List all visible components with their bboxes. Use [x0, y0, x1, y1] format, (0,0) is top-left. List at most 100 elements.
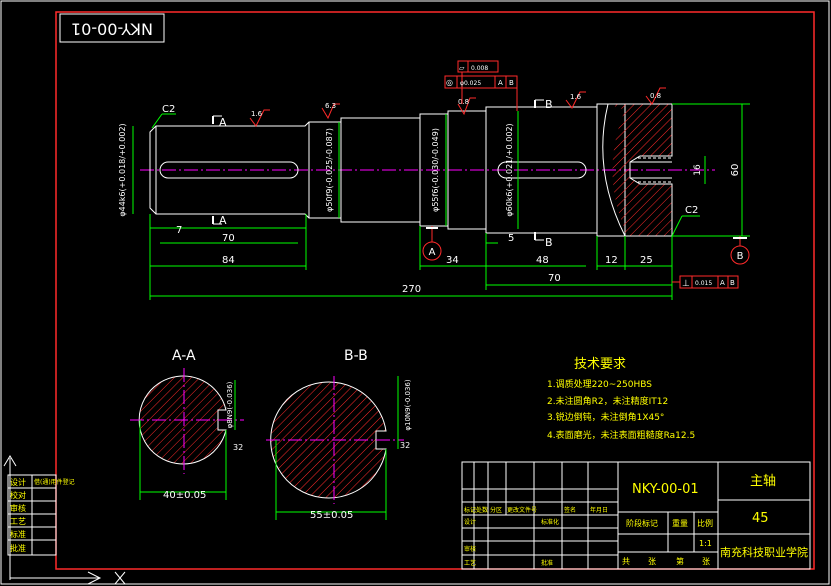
svg-text:标准化: 标准化 — [541, 518, 559, 526]
svg-text:A: A — [219, 116, 227, 129]
svg-text:7: 7 — [176, 225, 182, 236]
fcf-flatness: ⏥ 0.008 — [457, 60, 499, 104]
svg-text:C2: C2 — [162, 104, 175, 115]
svg-text:34: 34 — [446, 255, 459, 266]
roughness-0-8-b: 0.8 — [645, 87, 666, 105]
svg-text:32: 32 — [400, 441, 410, 450]
section-aa-title: A-A — [172, 348, 196, 364]
svg-text:年月日: 年月日 — [590, 506, 608, 514]
svg-text:B: B — [737, 251, 744, 262]
svg-text:标准: 标准 — [10, 529, 26, 539]
svg-text:重量: 重量 — [672, 518, 688, 528]
shaft-main-view — [140, 103, 715, 237]
svg-text:比例: 比例 — [697, 518, 713, 528]
keyway-right — [497, 161, 587, 179]
datum-b: B — [730, 236, 750, 265]
svg-text:12: 12 — [605, 255, 618, 266]
svg-text:审核: 审核 — [464, 545, 476, 553]
svg-text:55±0.05: 55±0.05 — [310, 510, 353, 521]
svg-text:φ0.025: φ0.025 — [460, 80, 481, 87]
svg-text:借(通)用件登记: 借(通)用件登记 — [34, 478, 75, 486]
svg-text:φ10N9(-0.036): φ10N9(-0.036) — [404, 379, 412, 431]
svg-text:◎: ◎ — [446, 78, 453, 87]
school-name: 南充科技职业学院 — [720, 545, 808, 559]
svg-text:0.008: 0.008 — [471, 65, 488, 72]
roughness-0-8-a: 0.8 — [457, 97, 476, 116]
tech-item-3: 3.锐边倒钝，未注倒角1X45° — [547, 411, 664, 423]
svg-text:处数: 处数 — [476, 506, 488, 514]
flange-section-hatch[interactable] — [608, 104, 672, 236]
svg-text:32: 32 — [233, 443, 243, 452]
tech-item-4: 4.表面磨光，未注表面粗糙度Ra12.5 — [547, 429, 695, 441]
svg-text:φ44k6(+0.018/+0.002): φ44k6(+0.018/+0.002) — [118, 123, 127, 216]
section-aa[interactable]: A-A 40±0.05 φ8N9(-0.036) 32 — [130, 348, 244, 501]
roughness-symbols: 1.6 6.3 0.8 1.6 0.8 — [249, 87, 666, 127]
svg-text:0.8: 0.8 — [458, 98, 469, 106]
svg-text:A: A — [720, 279, 725, 287]
svg-text:共: 共 — [622, 557, 630, 566]
svg-text:校对: 校对 — [10, 490, 26, 500]
rotated-code-box: NKY-00-01 — [59, 13, 165, 43]
svg-text:标记: 标记 — [464, 506, 476, 514]
section-bb-title: B-B — [344, 348, 368, 364]
svg-text:16: 16 — [693, 164, 703, 176]
part-name: 主轴 — [750, 474, 776, 489]
svg-text:25: 25 — [640, 255, 653, 266]
tech-item-2: 2.未注圆角R2，未注精度IT12 — [547, 395, 668, 407]
svg-text:A: A — [219, 214, 227, 227]
fcf-coaxiality: ◎ φ0.025 A B — [444, 75, 518, 111]
left-sign-table: 设计 校对 审核 工艺 标准 批准 借(通)用件登记 — [7, 474, 75, 556]
rotated-code-text: NKY-00-01 — [71, 20, 153, 39]
svg-text:设计: 设计 — [10, 477, 26, 487]
svg-text:设计: 设计 — [464, 518, 476, 526]
svg-text:签名: 签名 — [564, 506, 576, 514]
datum-a: A — [422, 226, 442, 261]
svg-text:60: 60 — [730, 164, 741, 177]
svg-text:270: 270 — [402, 284, 421, 295]
tech-item-1: 1.调质处理220~250HBS — [547, 378, 652, 390]
svg-text:5: 5 — [508, 233, 514, 244]
svg-text:6.3: 6.3 — [325, 102, 336, 110]
svg-text:φ55f6(-0.030/-0.049): φ55f6(-0.030/-0.049) — [431, 128, 440, 212]
svg-text:0.015: 0.015 — [695, 280, 712, 287]
svg-text:1.6: 1.6 — [570, 93, 582, 101]
fcf-perpendicularity: ⊥ 0.015 A B — [672, 275, 739, 289]
svg-text:A: A — [429, 247, 436, 258]
svg-text:48: 48 — [536, 255, 549, 266]
svg-text:第: 第 — [676, 556, 684, 566]
svg-text:张: 张 — [702, 557, 710, 566]
drawing-code: NKY-00-01 — [632, 482, 699, 497]
scale-value: 1:1 — [699, 539, 712, 548]
keyway-left — [159, 161, 299, 179]
svg-text:阶段标记: 阶段标记 — [626, 518, 658, 528]
svg-text:B: B — [545, 98, 553, 111]
title-block: 标记 处数 分区 更改文件号 签名 年月日 设计 审核 工艺 标准化 批准 NK… — [461, 461, 811, 570]
tech-title: 技术要求 — [574, 357, 626, 372]
svg-text:批准: 批准 — [10, 543, 26, 553]
svg-text:工艺: 工艺 — [10, 517, 26, 526]
ucs-icon — [3, 455, 126, 585]
material: 45 — [752, 511, 769, 526]
svg-text:φ50f9(-0.025/-0.087): φ50f9(-0.025/-0.087) — [325, 128, 334, 212]
svg-text:分区: 分区 — [490, 506, 502, 514]
section-bb[interactable]: B-B 55±0.05 φ10N9(-0.036) 32 — [266, 348, 412, 521]
svg-text:⊥: ⊥ — [682, 279, 690, 289]
svg-text:B: B — [730, 279, 735, 287]
svg-text:⏥: ⏥ — [459, 64, 465, 72]
svg-text:40±0.05: 40±0.05 — [163, 490, 206, 501]
svg-text:1.6: 1.6 — [251, 110, 263, 118]
roughness-6-3: 6.3 — [321, 102, 340, 120]
svg-text:张: 张 — [648, 557, 656, 566]
svg-text:B: B — [545, 236, 553, 249]
svg-text:工艺: 工艺 — [464, 559, 476, 567]
inner-frame — [55, 11, 815, 570]
svg-text:更改文件号: 更改文件号 — [507, 506, 537, 514]
svg-text:0.8: 0.8 — [650, 92, 661, 100]
svg-text:C2: C2 — [685, 205, 698, 216]
svg-text:A: A — [498, 79, 503, 87]
svg-text:φ8N9(-0.036): φ8N9(-0.036) — [226, 381, 234, 428]
roughness-1-6-b: 1.6 — [565, 91, 586, 109]
svg-text:φ60k6(+0.021/+0.002): φ60k6(+0.021/+0.002) — [505, 123, 514, 216]
